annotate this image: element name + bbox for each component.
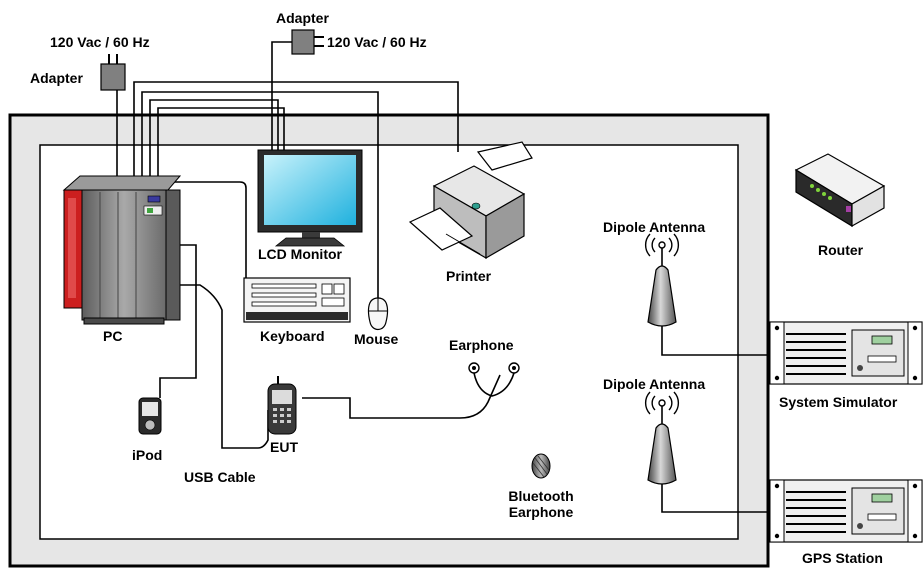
printer-label: Printer — [446, 268, 492, 284]
system-simulator-label: System Simulator — [779, 394, 898, 410]
monitor-video-cable-1 — [149, 99, 279, 178]
keyboard-label: Keyboard — [260, 328, 325, 344]
dipole-antenna-label-2: Dipole Antenna — [603, 376, 706, 392]
router-label: Router — [818, 242, 864, 258]
earphone-cable — [302, 374, 501, 419]
ipod-cable — [159, 244, 197, 398]
eut-label: EUT — [270, 439, 298, 455]
gps-station-label: GPS Station — [802, 550, 883, 566]
printer-cable — [133, 81, 459, 178]
rack-unit-icon — [769, 479, 923, 543]
adapter-label-top: Adapter — [276, 10, 329, 26]
mouse-cable — [141, 91, 379, 298]
lcd-monitor-icon — [257, 149, 363, 247]
bluetooth-earphone-label: Bluetooth Earphone — [498, 488, 584, 520]
power-label-left: 120 Vac / 60 Hz — [50, 34, 150, 50]
router-icon — [794, 153, 886, 228]
usb-cable-label: USB Cable — [184, 469, 256, 485]
ipod-icon — [138, 397, 162, 435]
keyboard-icon — [243, 277, 351, 323]
bluetooth-label-line1: Bluetooth — [508, 488, 574, 504]
adapter-label-left: Adapter — [30, 70, 83, 86]
usb-cable — [178, 284, 269, 449]
dipole-antenna-label-1: Dipole Antenna — [603, 219, 706, 235]
phone-icon — [267, 376, 297, 435]
antenna-1-cable — [661, 322, 776, 356]
pc-tower-icon — [62, 175, 182, 325]
mouse-label: Mouse — [354, 331, 399, 347]
adapter-icon — [100, 54, 126, 91]
monitor-power-cable — [271, 41, 296, 150]
antenna-2-cable — [661, 480, 776, 513]
power-label-top: 120 Vac / 60 Hz — [327, 34, 427, 50]
earphone-label: Earphone — [449, 337, 514, 353]
monitor-video-cable-2 — [157, 107, 285, 178]
antenna-icon — [644, 233, 680, 327]
earphone-icon — [468, 362, 520, 397]
rack-unit-icon — [769, 321, 923, 385]
adapter-icon — [291, 29, 324, 55]
antenna-icon — [644, 391, 680, 485]
bluetooth-label-line2: Earphone — [508, 504, 574, 520]
pc-label: PC — [103, 328, 123, 344]
lcd-monitor-label: LCD Monitor — [258, 246, 342, 262]
printer-icon — [408, 141, 533, 260]
mouse-icon — [367, 297, 389, 331]
cables — [116, 41, 776, 513]
keyboard-cable — [142, 181, 247, 278]
ipod-label: iPod — [132, 447, 163, 463]
bluetooth-earphone-icon — [531, 453, 551, 479]
